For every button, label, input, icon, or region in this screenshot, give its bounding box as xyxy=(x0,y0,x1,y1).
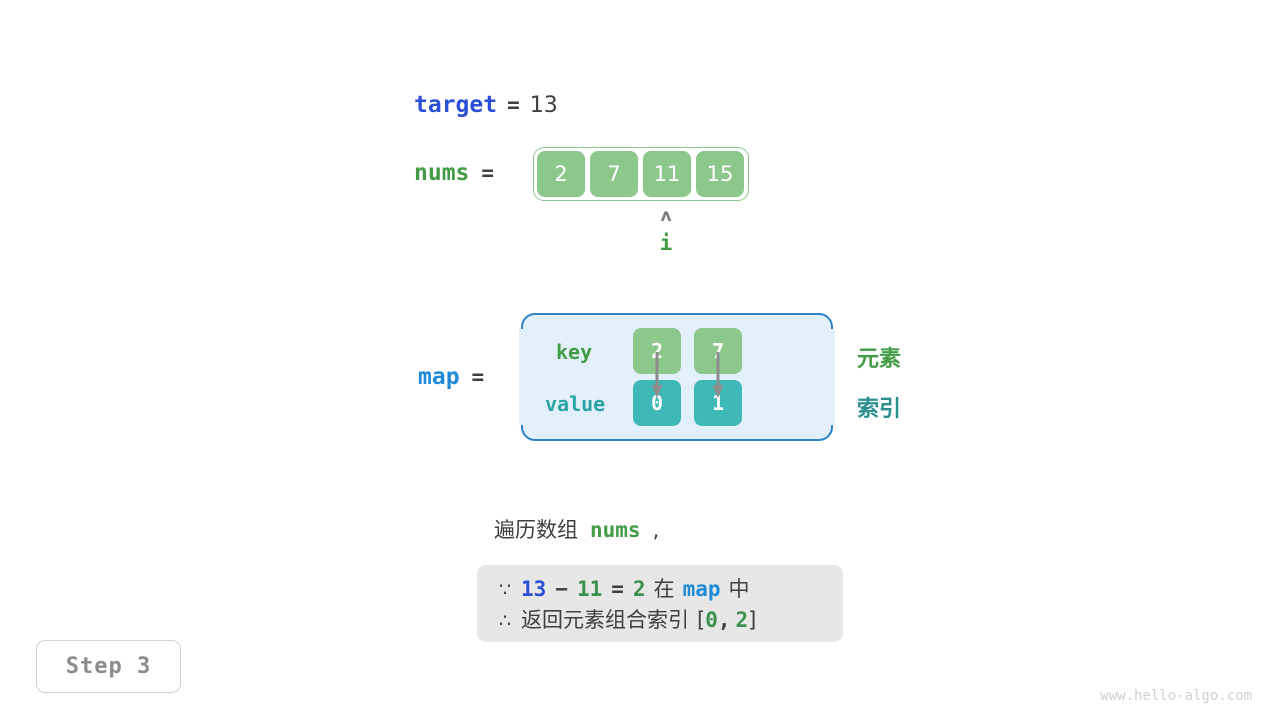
conclusion-line-1: ∵ 13 − 11 = 2 在 map 中 xyxy=(477,573,843,604)
conclusion-inside-word: 中 xyxy=(728,577,750,601)
watermark: www.hello-algo.com xyxy=(1100,688,1252,704)
conclusion-equals-sign: = xyxy=(611,577,624,601)
map-key-cell-0: 2 xyxy=(633,328,681,374)
target-value: 13 xyxy=(529,93,558,118)
explanation-prefix: 遍历数组 xyxy=(494,518,578,542)
conclusion-index-1: 2 xyxy=(735,608,749,632)
map-value-row-label: value xyxy=(545,392,606,416)
nums-assignment-row: nums = xyxy=(414,160,504,186)
nums-cell-1: 7 xyxy=(590,151,638,197)
map-key-row-label: key xyxy=(556,340,593,364)
explanation-line: 遍历数组 nums , xyxy=(494,514,659,544)
pointer-caret-icon: ʌ xyxy=(660,206,672,226)
nums-variable-name: nums xyxy=(414,160,470,186)
nums-cell-0: 2 xyxy=(537,151,585,197)
step-badge: Step 3 xyxy=(36,640,181,693)
map-assignment-row: map = xyxy=(418,364,484,390)
conclusion-complement: 2 xyxy=(632,577,646,601)
pointer-label-i: i xyxy=(659,231,673,255)
conclusion-index-0: 0 xyxy=(705,608,718,632)
target-variable-name: target xyxy=(414,92,498,118)
nums-cell-2: 11 xyxy=(643,151,691,197)
map-variable-name: map xyxy=(418,364,460,390)
conclusion-bracket-open: [ xyxy=(697,608,706,632)
conclusion-box: ∵ 13 − 11 = 2 在 map 中 ∴ 返回元素组合索引 [ 0 , 2… xyxy=(477,565,843,642)
because-symbol: ∵ xyxy=(499,579,512,601)
nums-array-container xyxy=(533,147,749,201)
nums-equals-sign: = xyxy=(481,161,495,185)
target-assignment-row: target = 13 xyxy=(414,92,558,118)
conclusion-index-comma: , xyxy=(717,608,731,632)
conclusion-operand-current: 11 xyxy=(576,577,603,601)
map-value-cell-0: 0 xyxy=(633,380,681,426)
side-label-indices: 索引 xyxy=(857,397,902,422)
map-equals-sign: = xyxy=(471,365,485,389)
conclusion-return-text: 返回元素组合索引 xyxy=(521,608,689,632)
target-equals-sign: = xyxy=(507,93,520,117)
conclusion-operand-target: 13 xyxy=(521,577,547,601)
explanation-code-nums: nums xyxy=(590,518,641,542)
conclusion-map-word: map xyxy=(682,577,721,601)
conclusion-in-word: 在 xyxy=(653,577,675,601)
map-value-cell-1: 1 xyxy=(694,380,742,426)
map-key-cell-1: 7 xyxy=(694,328,742,374)
explanation-suffix: , xyxy=(652,518,660,542)
nums-cell-3: 15 xyxy=(696,151,744,197)
conclusion-minus-sign: − xyxy=(555,577,568,601)
therefore-symbol: ∴ xyxy=(499,610,512,632)
side-label-elements: 元素 xyxy=(857,347,902,372)
conclusion-line-2: ∴ 返回元素组合索引 [ 0 , 2 ] xyxy=(477,604,843,635)
conclusion-bracket-close: ] xyxy=(748,608,757,632)
